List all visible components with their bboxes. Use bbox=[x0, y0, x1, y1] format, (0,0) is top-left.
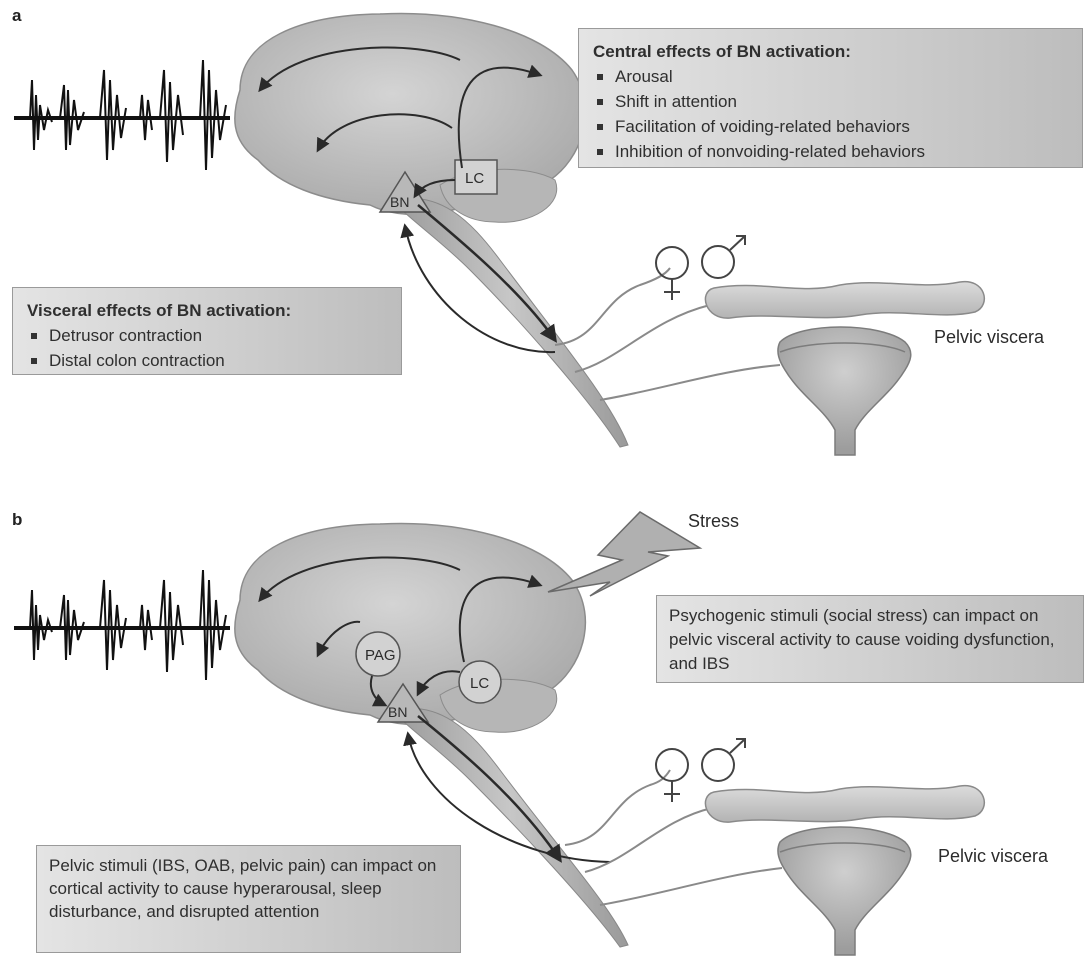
colon-a bbox=[705, 282, 984, 319]
lc-label-a: LC bbox=[465, 170, 484, 187]
central-effect-item: Inhibition of nonvoiding-related behavio… bbox=[593, 139, 1068, 164]
lc-label-b: LC bbox=[470, 675, 489, 692]
visceral-effect-item: Distal colon contraction bbox=[27, 348, 387, 373]
pag-label-b: PAG bbox=[365, 647, 396, 664]
central-effects-list: Arousal Shift in attention Facilitation … bbox=[593, 64, 1068, 164]
visceral-effects-list: Detrusor contraction Distal colon contra… bbox=[27, 323, 387, 373]
central-effects-box: Central effects of BN activation: Arousa… bbox=[578, 28, 1083, 168]
visceral-effects-heading: Visceral effects of BN activation: bbox=[27, 298, 387, 323]
bn-label-a: BN bbox=[390, 194, 409, 210]
spinal-cord-a bbox=[392, 198, 628, 447]
eeg-trace-b bbox=[14, 570, 230, 680]
stress-bolt-icon bbox=[548, 512, 700, 596]
stress-label: Stress bbox=[688, 511, 739, 532]
central-effects-heading: Central effects of BN activation: bbox=[593, 39, 1068, 64]
eeg-trace-a bbox=[14, 60, 230, 170]
psychogenic-stimuli-box: Psychogenic stimuli (social stress) can … bbox=[656, 595, 1084, 683]
visceral-effect-item: Detrusor contraction bbox=[27, 323, 387, 348]
central-effect-item: Facilitation of voiding-related behavior… bbox=[593, 114, 1068, 139]
visceral-effects-box: Visceral effects of BN activation: Detru… bbox=[12, 287, 402, 375]
bn-label-b: BN bbox=[388, 704, 407, 720]
central-effect-item: Arousal bbox=[593, 64, 1068, 89]
colon-b bbox=[705, 786, 984, 823]
pelvic-viscera-label-a: Pelvic viscera bbox=[934, 327, 1044, 348]
pelvic-stimuli-box: Pelvic stimuli (IBS, OAB, pelvic pain) c… bbox=[36, 845, 461, 953]
pelvic-viscera-label-b: Pelvic viscera bbox=[938, 846, 1048, 867]
central-effect-item: Shift in attention bbox=[593, 89, 1068, 114]
